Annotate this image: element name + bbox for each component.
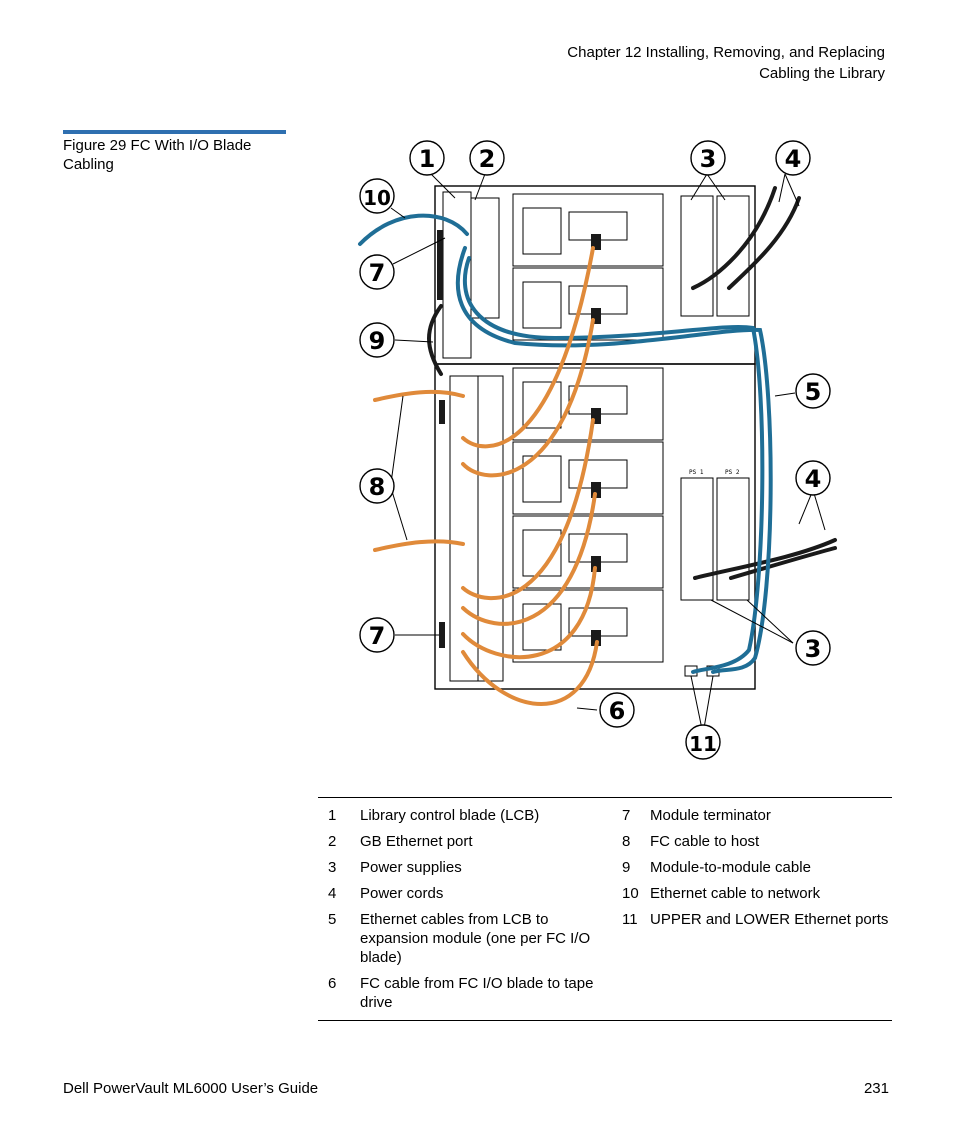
- svg-text:3: 3: [805, 635, 822, 663]
- legend-row: 4 Power cords 10 Ethernet cable to netwo…: [328, 885, 821, 902]
- svg-text:11: 11: [689, 732, 717, 756]
- caption-rule: [63, 130, 286, 134]
- svg-text:4: 4: [805, 465, 822, 493]
- svg-text:5: 5: [805, 378, 822, 406]
- legend-row: 5 Ethernet cables from LCB to expansion …: [328, 911, 889, 966]
- chapter-title: Chapter 12 Installing, Removing, and Rep…: [567, 44, 885, 61]
- running-header: Chapter 12 Installing, Removing, and Rep…: [567, 42, 885, 84]
- figure-caption: Figure 29 FC With I/O Blade Cabling: [63, 137, 252, 173]
- library-cabling-figure: PS 1 PS 2: [358, 140, 837, 760]
- callout-6: 6: [599, 692, 635, 728]
- callout-8: 8: [359, 468, 395, 504]
- page-number: 231: [863, 1080, 889, 1097]
- svg-text:8: 8: [369, 473, 386, 501]
- callout-4-lower: 4: [795, 460, 831, 496]
- svg-text:1: 1: [419, 145, 436, 173]
- legend-row: 2 GB Ethernet port 8 FC cable to host: [328, 833, 760, 850]
- expansion-module: [434, 363, 756, 690]
- callout-7-top: 7: [359, 254, 395, 290]
- callout-3: 3: [690, 140, 726, 176]
- ps-label-2: PS 2: [725, 469, 740, 476]
- footer-guide-title: Dell PowerVault ML6000 User’s Guide: [63, 1080, 319, 1097]
- svg-text:9: 9: [369, 327, 386, 355]
- svg-text:10: 10: [363, 186, 391, 210]
- legend-row: 3 Power supplies 9 Module-to-module cabl…: [328, 859, 811, 876]
- svg-text:3: 3: [700, 145, 717, 173]
- figure-legend: 1 Library control blade (LCB) 7 Module t…: [318, 797, 892, 1021]
- callout-2: 2: [469, 140, 505, 176]
- callout-7-lower: 7: [359, 617, 395, 653]
- svg-text:7: 7: [369, 259, 386, 287]
- svg-text:2: 2: [479, 145, 496, 173]
- section-title: Cabling the Library: [759, 65, 885, 82]
- legend-row: 1 Library control blade (LCB) 7 Module t…: [328, 807, 771, 824]
- callout-10: 10: [359, 178, 395, 214]
- svg-text:7: 7: [369, 622, 386, 650]
- svg-text:4: 4: [785, 145, 802, 173]
- callout-5: 5: [795, 373, 831, 409]
- svg-text:6: 6: [609, 697, 626, 725]
- callout-1: 1: [409, 140, 445, 176]
- callout-3-lower: 3: [795, 630, 831, 666]
- ps-label-1: PS 1: [689, 469, 704, 476]
- callout-11: 11: [685, 724, 721, 760]
- callout-4: 4: [775, 140, 811, 176]
- legend-row: 6 FC cable from FC I/O blade to tape dri…: [328, 975, 594, 1011]
- callout-9: 9: [359, 322, 395, 358]
